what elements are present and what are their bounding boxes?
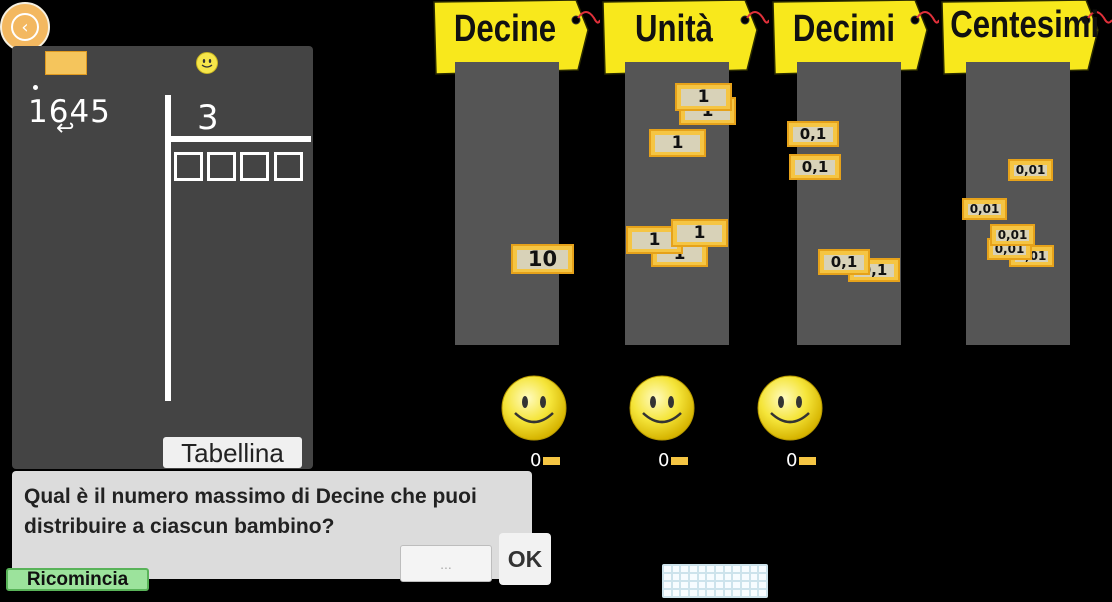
position-dot: [33, 85, 38, 90]
quotient-digit-box[interactable]: [240, 152, 269, 181]
division-panel: [12, 46, 313, 469]
chevron-left-icon: ‹: [11, 13, 39, 41]
tag-centesimi: Centesimi: [936, 0, 1112, 75]
note-value: 10: [517, 247, 568, 271]
dividend: 1645: [28, 94, 111, 130]
restart-button[interactable]: Ricomincia: [6, 568, 149, 591]
child-counter: 0: [786, 450, 817, 471]
child-smiley-icon[interactable]: [757, 375, 823, 441]
division-vertical-line: [165, 95, 171, 401]
note-value: 0,01: [1014, 163, 1047, 177]
money-note-1[interactable]: 1: [675, 83, 732, 111]
child-counter: 0: [530, 450, 561, 471]
child-smiley-icon[interactable]: [629, 375, 695, 441]
decimal-mark: ↩: [56, 116, 75, 141]
back-button[interactable]: ‹: [0, 2, 50, 52]
answer-input[interactable]: ...: [400, 545, 492, 582]
note-value: 1: [681, 87, 726, 107]
money-note-0-1[interactable]: 0,1: [789, 154, 841, 180]
note-value: 1: [632, 230, 677, 250]
quotient-digit-box[interactable]: [274, 152, 303, 181]
note-value: 1: [655, 133, 700, 153]
tag-label: Centesimi: [950, 4, 1100, 46]
tag-decine: Decine: [428, 0, 600, 75]
column-decimi[interactable]: [797, 62, 901, 345]
keyboard-icon[interactable]: [662, 564, 768, 598]
mini-note-icon: [543, 457, 561, 465]
money-note-0-1[interactable]: 0,1: [787, 121, 839, 147]
money-note-0-01[interactable]: 0,01: [990, 224, 1035, 246]
tag-label: Decine: [453, 8, 557, 50]
tag-label: Decimi: [792, 8, 896, 50]
note-value: 0,1: [795, 158, 835, 176]
tag-unita: Unità: [597, 0, 769, 75]
tabellina-button[interactable]: Tabellina: [163, 437, 302, 468]
quotient-digit-box[interactable]: [174, 152, 203, 181]
money-note-1[interactable]: 1: [671, 219, 728, 247]
mini-note-icon: [671, 457, 689, 465]
child-count: 0: [530, 450, 542, 471]
tag-shape: [941, 0, 1112, 75]
ok-button[interactable]: OK: [499, 533, 551, 585]
note-value: 0,01: [996, 228, 1029, 242]
tag-label: Unità: [635, 8, 713, 50]
quotient-digit-box[interactable]: [207, 152, 236, 181]
child-counter: 0: [658, 450, 689, 471]
note-value: 0,01: [968, 202, 1001, 216]
mini-note-icon: [799, 457, 817, 465]
tag-shape: [772, 0, 939, 75]
tag-shape: [602, 0, 769, 75]
note-value: 0,1: [824, 253, 864, 271]
money-note-10[interactable]: 10: [511, 244, 574, 274]
note-value: 0,1: [793, 125, 833, 143]
tag-shape: [433, 0, 600, 75]
money-note-0-1[interactable]: 0,1: [818, 249, 870, 275]
money-note-0-01[interactable]: 0,01: [1008, 159, 1053, 181]
column-decine[interactable]: [455, 62, 559, 345]
child-count: 0: [658, 450, 670, 471]
question-text: Qual è il numero massimo di Decine che p…: [24, 485, 477, 538]
tag-decimi: Decimi: [767, 0, 939, 75]
money-note-1[interactable]: 1: [649, 129, 706, 157]
divisor: 3: [197, 98, 219, 138]
note-placeholder: [45, 51, 87, 75]
child-smiley-icon[interactable]: [501, 375, 567, 441]
money-note-0-01[interactable]: 0,01: [962, 198, 1007, 220]
note-value: 1: [677, 223, 722, 243]
child-count: 0: [786, 450, 798, 471]
division-horizontal-line: [171, 136, 311, 142]
smiley-icon: [196, 52, 218, 74]
